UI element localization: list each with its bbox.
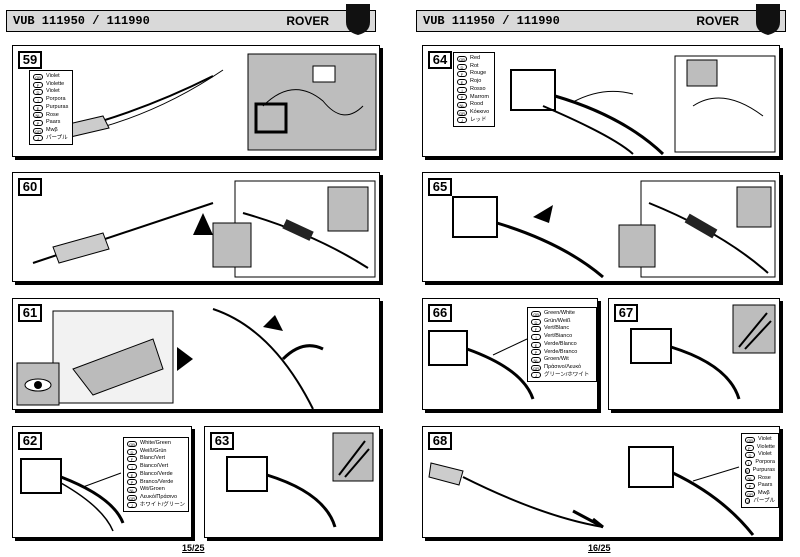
right-header-code: VUB 111950 / 111990	[423, 14, 560, 28]
step-number: 60	[18, 178, 42, 196]
step-number: 62	[18, 432, 42, 450]
heat-shrink-illustration-icon	[32, 180, 376, 278]
left-header-code: VUB 111950 / 111990	[13, 14, 150, 28]
step-63-panel: 63	[204, 426, 380, 538]
step-number: 66	[428, 304, 452, 322]
page-number-left: 15/25	[182, 543, 205, 553]
step-number: 64	[428, 51, 452, 69]
final-connection-illustration-icon	[428, 446, 755, 536]
connector-illustration-icon	[428, 330, 535, 400]
connector-illustration-icon	[20, 458, 125, 532]
step-60-panel: 60	[12, 172, 380, 282]
step-number: 68	[428, 432, 452, 450]
wiring-illustration-icon	[42, 53, 377, 151]
crimp-tool-illustration-icon	[630, 304, 776, 400]
crimp-tool-illustration-icon	[226, 432, 374, 528]
right-header: VUB 111950 / 111990 ROVER	[416, 10, 786, 32]
step-65-panel: 65	[422, 172, 780, 282]
page-number-right: 16/25	[588, 543, 611, 553]
step-number: 67	[614, 304, 638, 322]
left-header-brand: ROVER	[286, 14, 329, 28]
left-shield-logo-icon	[346, 4, 370, 35]
step-67-panel: 67	[608, 298, 780, 410]
connector-wiring-illustration-icon	[510, 55, 776, 156]
vehicle-interior-illustration-icon	[16, 308, 324, 410]
step-61-panel: 61	[12, 298, 380, 410]
step-number: 63	[210, 432, 234, 450]
step-number: 59	[18, 51, 42, 69]
heat-shrink-illustration-icon	[452, 180, 776, 279]
step-number: 61	[18, 304, 42, 322]
step-number: 65	[428, 178, 452, 196]
left-header: VUB 111950 / 111990 ROVER	[6, 10, 376, 32]
right-shield-logo-icon	[756, 4, 780, 35]
right-header-brand: ROVER	[696, 14, 739, 28]
